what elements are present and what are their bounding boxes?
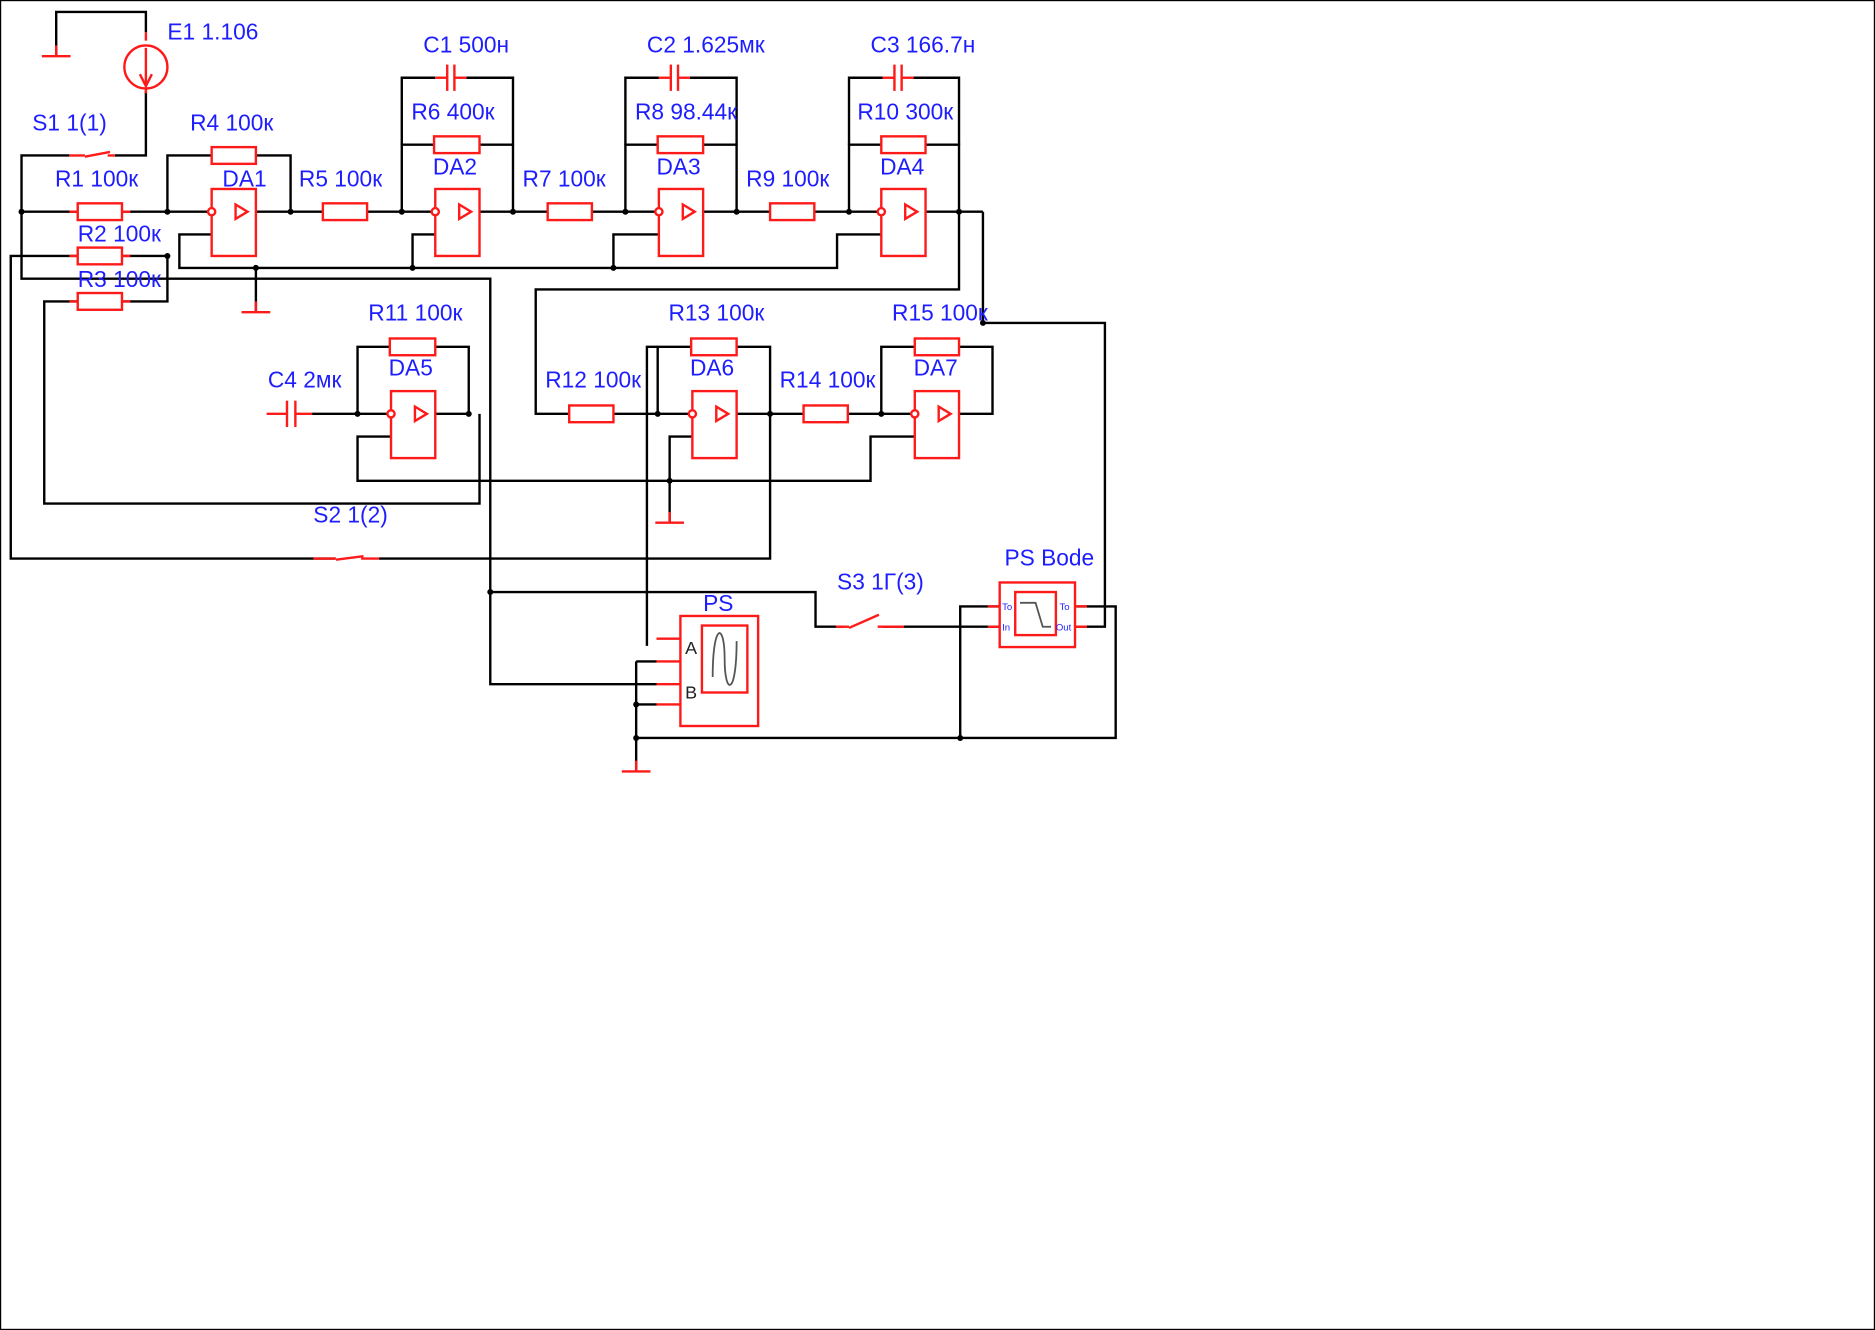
resistor-r12 xyxy=(568,404,615,424)
bode-plotter[interactable] xyxy=(987,581,1087,649)
label-s1: S1 1(1) xyxy=(32,109,107,135)
label-r2: R2 100к xyxy=(78,221,162,247)
capacitor-c4 xyxy=(266,400,313,427)
op-amp-da4[interactable] xyxy=(876,187,927,258)
label-c3: C3 166.7н xyxy=(871,32,976,58)
op-amp-da5[interactable] xyxy=(386,389,437,460)
junctions xyxy=(18,208,986,741)
op-amp-da6[interactable] xyxy=(687,389,738,460)
resistor-r14 xyxy=(802,404,850,424)
label-r3: R3 100к xyxy=(78,266,162,292)
label-ps-a: A xyxy=(685,638,697,658)
label-r10: R10 300к xyxy=(857,99,954,125)
label-r4: R4 100к xyxy=(190,109,274,135)
label-r5: R5 100к xyxy=(299,166,383,192)
s1-switch-symbol[interactable] xyxy=(69,150,115,158)
resistor-r10 xyxy=(880,135,927,155)
capacitor-c1 xyxy=(435,64,467,91)
label-r13: R13 100к xyxy=(668,300,765,326)
capacitor-c3 xyxy=(882,64,914,91)
label-r6: R6 400к xyxy=(411,99,495,125)
label-da6: DA6 xyxy=(690,355,734,381)
resistor-r15 xyxy=(913,337,961,357)
wires xyxy=(9,10,1117,772)
label-s3: S3 1Г(3) xyxy=(837,569,924,595)
label-ps-b: B xyxy=(685,682,697,702)
e1-source-symbol[interactable] xyxy=(123,32,169,94)
oscilloscope-ps[interactable] xyxy=(656,614,760,728)
label-da1: DA1 xyxy=(222,166,266,192)
op-amp-da7[interactable] xyxy=(909,389,961,460)
resistor-r13 xyxy=(689,337,738,357)
label-da2: DA2 xyxy=(433,154,477,180)
label-bode-out-bot: Out xyxy=(1056,622,1072,633)
resistor-r2 xyxy=(76,246,124,266)
label-c2: C2 1.625мк xyxy=(647,32,766,58)
label-bode-in-bot: In xyxy=(1002,622,1010,633)
label-ps: PS xyxy=(703,590,733,616)
resistor-r6 xyxy=(432,135,481,155)
label-r8: R8 98.44к xyxy=(635,99,738,125)
label-r7: R7 100к xyxy=(523,166,607,192)
label-da4: DA4 xyxy=(880,154,924,180)
resistor-r5 xyxy=(321,202,369,222)
s3-switch-symbol[interactable] xyxy=(835,613,905,630)
capacitors[interactable] xyxy=(266,64,914,427)
resistor-r7 xyxy=(546,202,594,222)
resistor-r3 xyxy=(76,291,124,311)
ground-symbols xyxy=(41,45,684,773)
capacitor-c2 xyxy=(658,64,690,91)
label-c4: C4 2мк xyxy=(268,367,343,393)
resistor-r1 xyxy=(76,202,124,222)
resistor-r8 xyxy=(656,135,705,155)
label-c1: C1 500н xyxy=(423,32,509,58)
label-da5: DA5 xyxy=(389,355,433,381)
label-r9: R9 100к xyxy=(746,166,830,192)
label-s2: S2 1(2) xyxy=(313,502,388,528)
label-da7: DA7 xyxy=(914,355,958,381)
label-bode-out-top: To xyxy=(1059,602,1069,613)
op-amp-da3[interactable] xyxy=(654,187,705,258)
op-amp-da1[interactable] xyxy=(206,187,258,258)
label-r15: R15 100к xyxy=(892,300,989,326)
labels: E1 1.106 S1 1(1) R4 100к R1 100к DA1 R2 … xyxy=(32,18,1094,702)
label-e1: E1 1.106 xyxy=(167,18,258,44)
label-da3: DA3 xyxy=(656,154,700,180)
resistor-r4 xyxy=(210,145,258,166)
label-ps-bode: PS Bode xyxy=(1004,545,1094,571)
label-bode-in-top: To xyxy=(1002,602,1012,613)
label-r12: R12 100к xyxy=(545,367,642,393)
label-r1: R1 100к xyxy=(55,166,139,192)
resistor-r9 xyxy=(768,202,816,222)
resistor-r11 xyxy=(388,337,437,357)
op-amp-da2[interactable] xyxy=(430,187,481,258)
label-r11: R11 100к xyxy=(368,300,463,326)
resistor-leads xyxy=(69,210,131,303)
label-r14: R14 100к xyxy=(780,367,877,393)
s2-switch-symbol[interactable] xyxy=(313,554,380,561)
